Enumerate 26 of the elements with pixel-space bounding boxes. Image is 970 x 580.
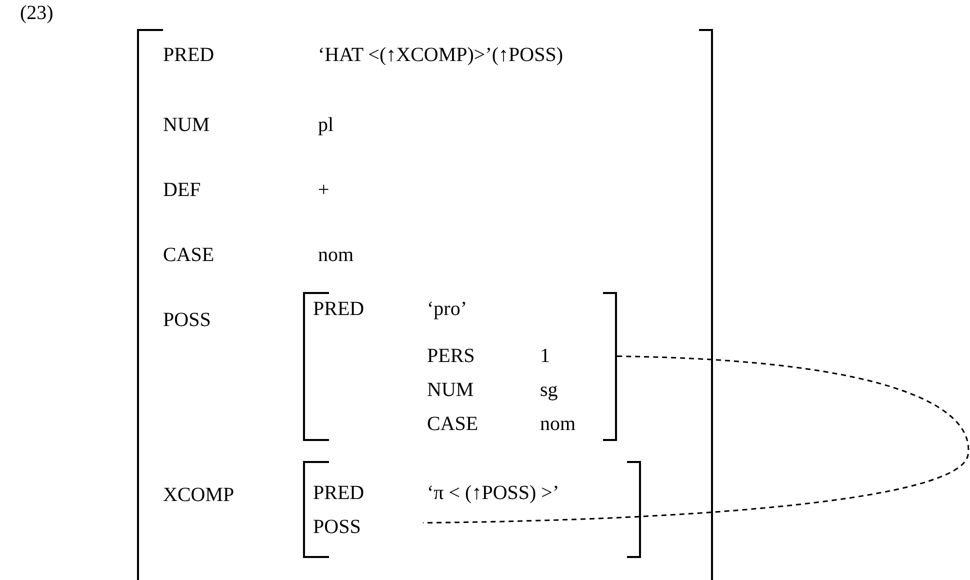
attribute-name: XCOMP — [163, 484, 234, 506]
attribute-name: DEF — [163, 179, 201, 201]
attribute-name: NUM — [163, 114, 210, 136]
attribute-value: ‘pro’ — [427, 298, 467, 320]
attribute-value: pl — [318, 114, 334, 136]
attribute-value: ‘π < (↑POSS) >’ — [427, 482, 560, 504]
attribute-name: PRED — [313, 298, 364, 320]
attribute-value: 1 — [540, 345, 550, 367]
example-number: (23) — [20, 2, 54, 24]
attribute-value: sg — [540, 379, 558, 401]
attribute-name: PRED — [313, 482, 364, 504]
attribute-name: CASE — [163, 244, 214, 266]
attribute-name: PERS — [427, 345, 475, 367]
feature-structure-bracket — [137, 30, 713, 580]
attribute-name: PRED — [163, 44, 214, 66]
feature-structure-bracket — [303, 293, 617, 440]
attribute-value: nom — [540, 413, 576, 435]
attribute-name: CASE — [427, 413, 478, 435]
coindexation-line — [422, 355, 969, 524]
attribute-name: POSS — [163, 309, 211, 331]
attribute-value: ‘HAT <(↑XCOMP)>’(↑POSS) — [318, 44, 563, 66]
attribute-value: nom — [318, 244, 354, 266]
attribute-value: + — [318, 179, 330, 201]
attribute-name: NUM — [427, 379, 474, 401]
attribute-name: POSS — [313, 516, 361, 538]
feature-structure-bracket — [303, 462, 641, 557]
